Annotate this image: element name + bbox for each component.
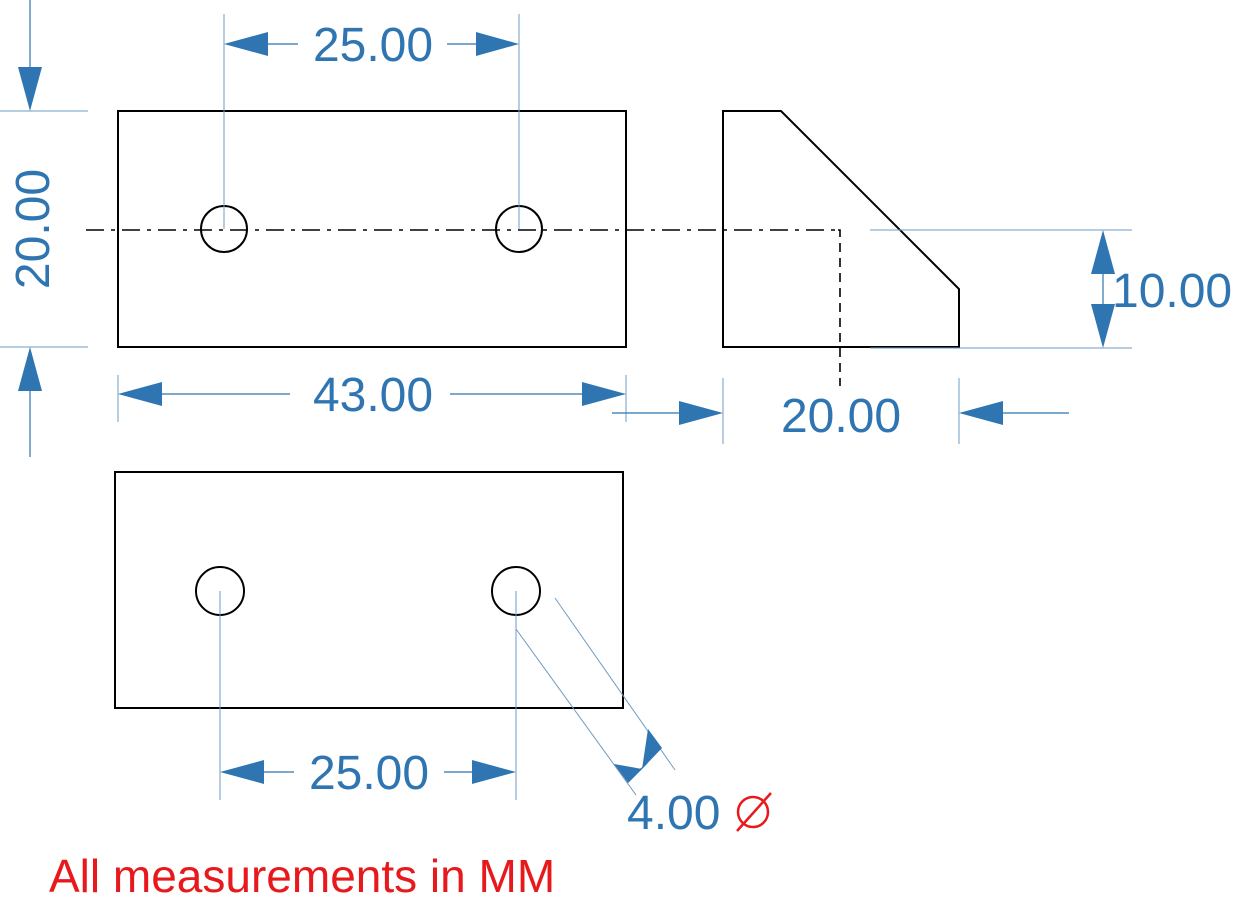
dimension-arrow (472, 760, 516, 784)
dimension-value: 20.00 (7, 169, 60, 289)
bottom-view (114, 471, 624, 709)
dimension-arrow (220, 760, 264, 784)
dimension-arrow (118, 382, 162, 406)
bottom-view-outline (114, 471, 624, 709)
dimension-side-step-height: 10.00 (870, 229, 1232, 349)
dimension-front-height: 20.00 (0, 0, 88, 457)
dimension-value: 4.00 (627, 787, 720, 840)
dimension-arrow (1091, 304, 1115, 348)
dimension-value: 43.00 (313, 369, 433, 422)
dimension-arrow (642, 729, 662, 769)
dimension-value: 25.00 (309, 747, 429, 800)
dimension-side-depth: 20.00 (612, 378, 1069, 444)
dimension-hole-diameter: 4.00 (515, 597, 772, 840)
dimension-front-width: 43.00 (117, 369, 627, 422)
dimension-value: 20.00 (781, 390, 901, 443)
dimension-top-hole-spacing: 25.00 (223, 14, 520, 229)
dimension-arrow (679, 401, 723, 425)
dimension-bottom-hole-spacing: 25.00 (219, 591, 517, 800)
dimension-arrow (1091, 230, 1115, 274)
units-note: All measurements in MM (49, 850, 555, 902)
dimension-arrow (628, 763, 648, 783)
front-view (86, 110, 841, 386)
side-view (722, 110, 960, 348)
dimension-arrow (476, 32, 519, 56)
dimension-value: 10.00 (1112, 265, 1232, 318)
dimension-arrow (582, 382, 626, 406)
dimension-arrow (224, 32, 268, 56)
front-view-outline (117, 110, 627, 348)
hidden-line (838, 229, 841, 386)
dimension-arrow (614, 764, 642, 783)
dimension-arrow (959, 401, 1003, 425)
diameter-symbol-icon (736, 792, 772, 832)
extension-line (515, 628, 637, 796)
side-view-outline (722, 110, 960, 348)
dimension-arrow (18, 347, 42, 391)
dimension-value: 25.00 (313, 19, 433, 72)
dimension-arrow (18, 67, 42, 111)
